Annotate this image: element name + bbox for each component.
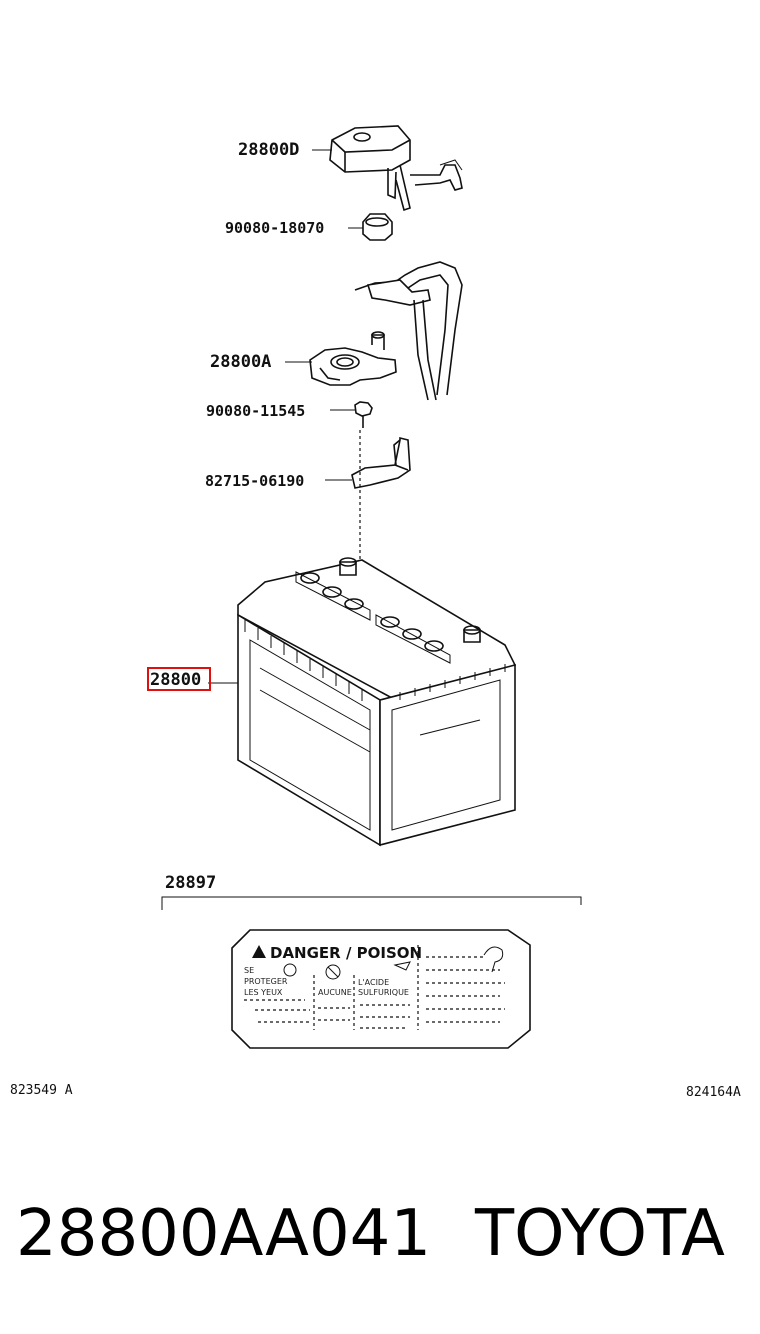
sticker-col3-line2: SULFURIQUE [358, 988, 409, 997]
ref-code-right: 824164A [686, 1085, 741, 1100]
battery-part [237, 557, 517, 847]
terminal-cover-part [329, 125, 463, 212]
hold-down-clamp-part [351, 436, 411, 489]
footer-brand: TOYOTA [474, 1197, 725, 1271]
label-nut[interactable]: 90080-18070 [225, 219, 324, 237]
label-terminal[interactable]: 28800A [210, 352, 271, 372]
label-sticker[interactable]: 28897 [165, 873, 216, 893]
bolt-part [354, 401, 373, 428]
no-flame-icon [325, 964, 341, 980]
sticker-col1-line1: SE [244, 966, 254, 975]
battery-label-highlight [147, 667, 211, 691]
sticker-col3-line1: L'ACIDE [358, 978, 389, 987]
sticker-col1-line2: PROTEGER [244, 977, 288, 986]
label-bolt[interactable]: 90080-11545 [206, 402, 305, 420]
footer-part-number: 28800AA041 [16, 1197, 431, 1271]
label-cover[interactable]: 28800D [238, 140, 299, 160]
sticker-col2: AUCUNE [318, 988, 352, 997]
warning-sticker-part: DANGER / POISON SE PROTEGER LES YEUX AUC… [231, 929, 531, 1049]
nut-part [362, 213, 393, 241]
child-icon [483, 946, 504, 973]
sticker-title: DANGER / POISON [270, 944, 422, 962]
acid-icon [393, 961, 411, 971]
eye-protection-icon [283, 963, 297, 977]
label-clamp[interactable]: 82715-06190 [205, 472, 304, 490]
battery-cable-part [354, 261, 463, 401]
battery-terminal-part [309, 331, 397, 386]
ref-code-left: 823549 A [10, 1083, 73, 1098]
sticker-col1-line3: LES YEUX [244, 988, 283, 997]
label-battery[interactable]: 28800 [150, 670, 201, 690]
